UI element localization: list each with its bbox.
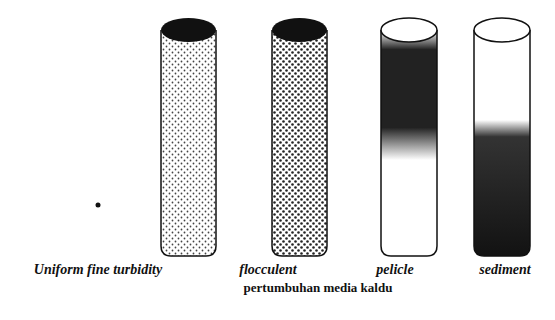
tube-label: pelicle [376,262,413,278]
tube-label: sediment [479,262,530,278]
tube-label: flocculent [239,262,297,278]
tube-label: Uniform fine turbidity [34,262,162,278]
caption: pertumbuhan media kaldu [244,280,393,296]
